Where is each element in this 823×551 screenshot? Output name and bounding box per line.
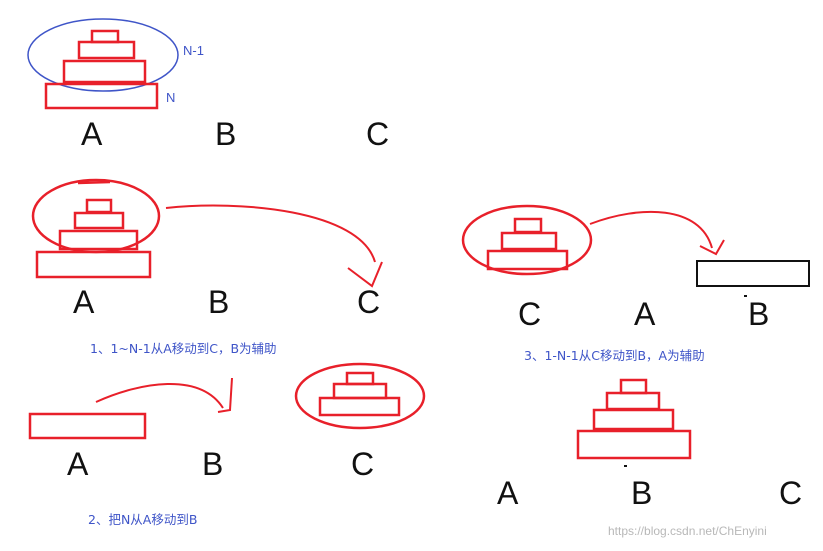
disk-1 xyxy=(85,198,113,214)
panel-initial xyxy=(27,18,179,110)
peg-label-a: A xyxy=(497,475,519,511)
peg-label-b: B xyxy=(748,296,770,332)
move-arrow-a-to-b xyxy=(95,383,224,409)
peg-label-c: C xyxy=(779,475,803,511)
stray-dot xyxy=(744,295,747,297)
move-arrow-c-to-b xyxy=(589,210,713,249)
n-minus-1-group-ellipse xyxy=(27,18,179,92)
disk-1 xyxy=(345,371,375,386)
disk-2 xyxy=(332,382,388,400)
disk-2 xyxy=(73,211,125,230)
panel-step3 xyxy=(461,204,810,297)
disk-3 xyxy=(58,229,139,251)
disk-n xyxy=(35,250,152,279)
move-arrow-a-to-c xyxy=(165,204,376,263)
peg-label-b: B xyxy=(202,446,224,482)
disk-2 xyxy=(500,231,558,251)
disk-n xyxy=(28,412,147,440)
move-arrow-head xyxy=(217,377,233,413)
disk-n xyxy=(44,82,159,110)
peg-label-c: C xyxy=(357,284,381,320)
label-n-minus-1: N-1 xyxy=(183,43,204,58)
disk-3 xyxy=(592,408,675,431)
disk-1 xyxy=(513,217,543,234)
peg-label-c: C xyxy=(518,296,542,332)
disk-n xyxy=(696,260,810,287)
step2-caption: 2、把N从A移动到B xyxy=(88,512,198,527)
disk-3 xyxy=(486,249,569,271)
moved-group-ellipse xyxy=(31,178,161,254)
peg-label-c: C xyxy=(366,116,390,152)
disk-2 xyxy=(605,391,661,411)
watermark: https://blog.csdn.net/ChEnyini xyxy=(608,524,767,538)
disk-1 xyxy=(90,29,120,44)
peg-label-a: A xyxy=(73,284,95,320)
panel-step1 xyxy=(31,178,383,288)
disk-n xyxy=(576,429,692,460)
step3-caption: 3、1-N-1从C移动到B，A为辅助 xyxy=(524,348,705,363)
moved-group-ellipse xyxy=(461,204,593,276)
peg-label-b: B xyxy=(215,116,237,152)
label-n: N xyxy=(166,90,176,105)
peg-label-b: B xyxy=(631,475,653,511)
peg-label-c: C xyxy=(351,446,375,482)
step1-caption: 1、1~N-1从A移动到C，B为辅助 xyxy=(90,341,277,356)
disk-3 xyxy=(318,396,401,417)
peg-label-a: A xyxy=(634,296,656,332)
peg-label-a: A xyxy=(67,446,89,482)
peg-label-a: A xyxy=(81,116,103,152)
disk-2 xyxy=(77,40,136,60)
peg-label-b: B xyxy=(208,284,230,320)
stray-dot xyxy=(624,465,627,467)
move-arrow-head xyxy=(347,261,383,288)
disk-1 xyxy=(619,378,648,395)
moved-group-ellipse xyxy=(294,362,426,430)
ellipse-overdraw-stroke xyxy=(77,180,111,185)
panel-final xyxy=(576,378,692,467)
panel-step2 xyxy=(28,362,426,440)
disk-3 xyxy=(62,59,147,84)
move-arrow-head xyxy=(699,239,725,256)
